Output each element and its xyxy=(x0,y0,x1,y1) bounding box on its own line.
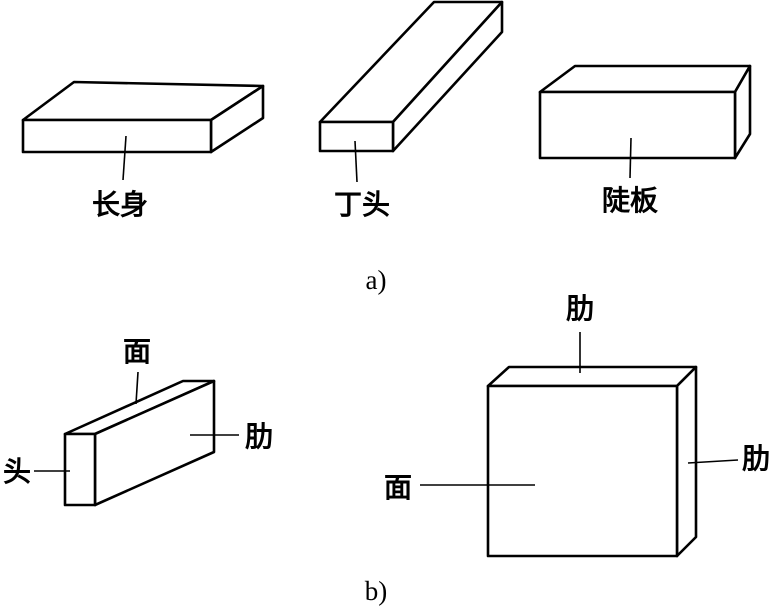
brick-right-side xyxy=(675,365,698,558)
brick-left-end xyxy=(63,432,97,507)
caption-b: b) xyxy=(365,576,388,606)
leader-stretcher xyxy=(122,135,127,181)
label-right-edge: 肋 xyxy=(742,442,770,475)
leader-header xyxy=(354,140,358,183)
brick-faces-left: 面 头 肋 xyxy=(3,335,273,507)
label-top-edge: 肋 xyxy=(566,292,594,325)
panel-a: 长身 丁头 陡板 a) xyxy=(21,0,752,295)
brick-right-top xyxy=(486,365,698,388)
brick-stretcher: 长身 xyxy=(21,80,265,221)
brick-stretcher-front xyxy=(21,118,213,154)
brick-header: 丁头 xyxy=(318,0,504,221)
leader-top-face xyxy=(135,371,139,405)
brick-soldier: 陡板 xyxy=(538,64,752,217)
brick-faces-right: 肋 肋 面 xyxy=(384,292,770,558)
label-top-face: 面 xyxy=(123,335,151,368)
caption-a: a) xyxy=(366,265,387,295)
brick-soldier-front xyxy=(538,90,737,160)
leader-soldier xyxy=(629,137,632,179)
label-side-edge: 肋 xyxy=(245,420,273,453)
panel-b: 面 头 肋 肋 肋 面 b) xyxy=(3,292,770,606)
label-front-face: 面 xyxy=(384,471,412,504)
brick-right-front xyxy=(486,384,679,558)
label-end: 头 xyxy=(3,455,31,488)
label-stretcher: 长身 xyxy=(92,188,148,221)
brick-soldier-top xyxy=(538,64,752,94)
brick-header-front xyxy=(318,120,395,153)
label-soldier: 陡板 xyxy=(602,184,658,217)
leader-right-edge xyxy=(687,459,739,464)
label-header: 丁头 xyxy=(334,188,390,221)
